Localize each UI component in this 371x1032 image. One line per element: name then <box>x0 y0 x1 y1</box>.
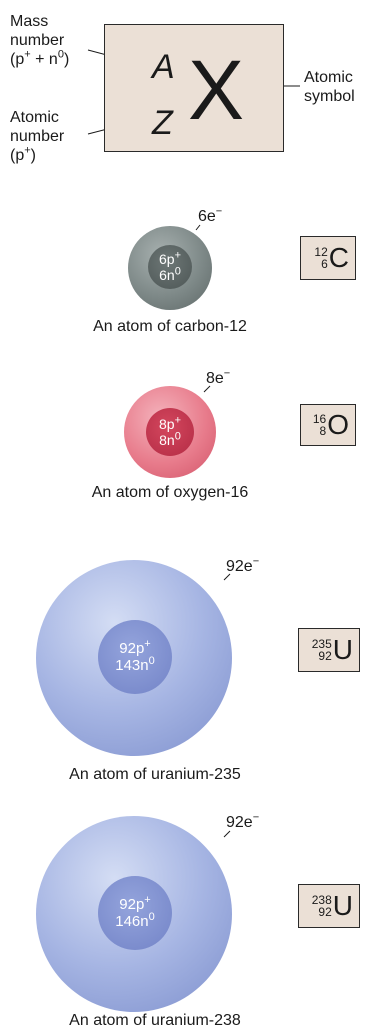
uranium-238-atomic-number: 92 <box>318 905 332 919</box>
carbon-atomic-number: 6 <box>321 257 328 271</box>
carbon-mass-number: 12 <box>314 245 328 259</box>
uranium-235-symbol: U <box>332 634 353 665</box>
uranium-238-caption: An atom of uranium-238 <box>69 1012 241 1029</box>
atomic-symbol-label: Atomic symbol <box>304 69 355 105</box>
uranium-238-neutrons: 146n0 <box>115 911 155 931</box>
oxygen-neutrons: 8n0 <box>159 430 181 448</box>
uranium-238-nucleus: 92p+ 146n0 <box>98 876 172 950</box>
uranium-238-protons: 92p+ <box>119 894 151 914</box>
carbon-electron-count: 6e− <box>198 205 223 225</box>
carbon-protons: 6p+ <box>158 249 181 267</box>
uranium-235-protons: 92p+ <box>119 638 151 658</box>
uranium-235-mass-number: 235 <box>311 637 332 651</box>
oxygen-caption: An atom of oxygen-16 <box>91 484 249 501</box>
uranium-235-neutrons: 143n0 <box>115 655 155 675</box>
oxygen-protons: 8p+ <box>158 414 181 432</box>
uranium-238-mass-number: 238 <box>311 893 332 907</box>
key-mass-letter: A <box>152 48 175 86</box>
oxygen-nucleus: 8p+ 8n0 <box>146 408 194 456</box>
carbon-neutrons: 6n0 <box>159 265 181 283</box>
uranium-235-atomic-number: 92 <box>318 649 332 663</box>
oxygen-mass-number: 16 <box>312 412 327 426</box>
isotope-notation-key <box>104 24 284 152</box>
carbon-caption: An atom of carbon-12 <box>93 318 247 335</box>
oxygen-atomic-number: 8 <box>319 424 327 438</box>
oxygen-symbol: O <box>327 409 349 440</box>
uranium-235-caption: An atom of uranium-235 <box>69 766 241 783</box>
carbon-symbol: C <box>328 242 349 273</box>
mass-number-label: Mass number (p+ + n0) <box>10 13 70 68</box>
key-symbol-letter: X <box>188 43 245 137</box>
atomic-number-formula: (p+) <box>10 144 36 164</box>
uranium-235-nucleus: 92p+ 143n0 <box>98 620 172 694</box>
mass-number-formula: (p+ + n0) <box>10 48 70 68</box>
uranium-238-symbol: U <box>332 890 353 921</box>
key-atomic-letter: Z <box>152 104 173 142</box>
uranium-238-electron-count: 92e− <box>226 811 260 831</box>
oxygen-electron-count: 8e− <box>206 367 231 387</box>
atomic-number-label: Atomic number (p+) <box>10 109 65 164</box>
uranium-235-electron-count: 92e− <box>226 555 260 575</box>
carbon-nucleus: 6p+ 6n0 <box>148 245 192 289</box>
